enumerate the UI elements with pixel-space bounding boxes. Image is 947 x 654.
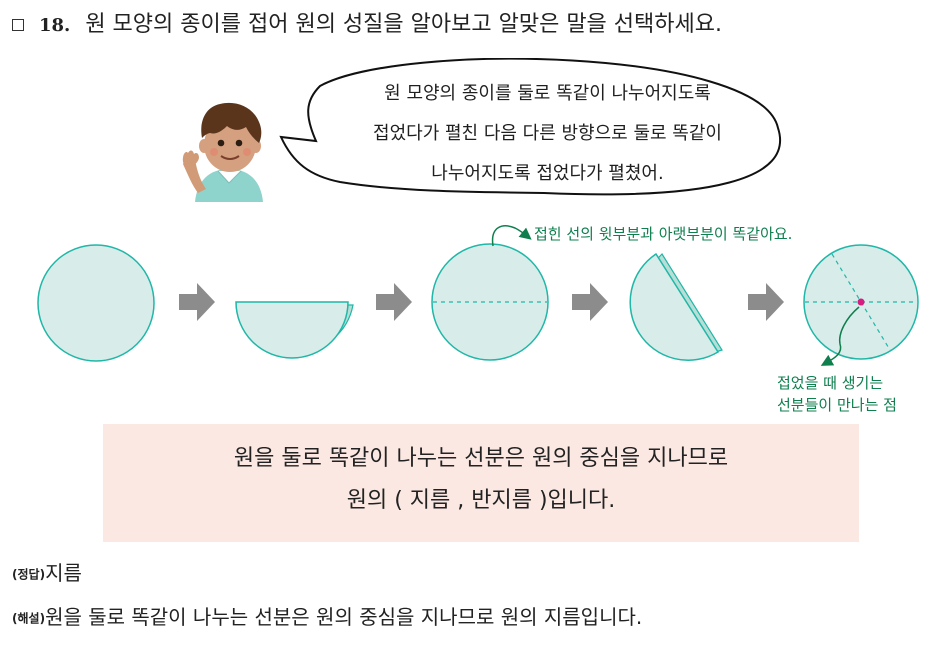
boy-eye-right	[235, 139, 243, 147]
half-circle-folded	[235, 301, 349, 359]
arrow-right-icon-1	[179, 283, 215, 321]
explanation-tag: (해설)	[12, 611, 46, 626]
curved-arrow-icon-bottom	[820, 306, 860, 366]
boy-cheek-left	[210, 148, 218, 156]
speech-line-2: 접었다가 펼친 다음 다른 방향으로 둘로 똑같이	[373, 123, 722, 144]
fold-note-bottom-line-1: 접었을 때 생기는	[777, 374, 884, 392]
checkbox-icon	[12, 19, 24, 31]
curved-arrow-icon-top	[491, 225, 532, 247]
answer-row: (정답)지름	[12, 560, 82, 588]
folded-diagonal	[629, 252, 720, 361]
answer-line-2: 원의 ( 지름 , 반지름 )입니다.	[346, 488, 616, 513]
circle-full	[37, 244, 155, 362]
arrow-right-icon-3	[572, 283, 608, 321]
boy-collar	[217, 170, 242, 184]
step-3	[431, 225, 549, 361]
arrow-right-icon-4	[748, 283, 784, 321]
step-2	[235, 301, 354, 359]
boy-shirt	[195, 169, 263, 202]
step-1	[37, 244, 155, 362]
question-header: 18. 원 모양의 종이를 접어 원의 성질을 알아보고 알맞은 말을 선택하세…	[12, 8, 937, 42]
step-5	[803, 244, 919, 366]
answer-tag: (정답)	[12, 567, 46, 582]
question-text: 원 모양의 종이를 접어 원의 성질을 알아보고 알맞은 말을 선택하세요.	[85, 12, 722, 37]
fold-note-bottom-line-2: 선분들이 만나는 점	[777, 396, 897, 414]
illustration-svg	[37, 58, 919, 366]
illustration-scene	[0, 58, 947, 423]
fold-note-top: 접힌 선의 윗부분과 아랫부분이 똑같아요.	[534, 225, 793, 243]
boy-ear-left	[199, 139, 209, 153]
boy-mouth	[220, 155, 240, 160]
boy-eye-left	[217, 139, 225, 147]
speech-line-3: 나누어지도록 접었다가 펼쳤어.	[431, 163, 664, 184]
boy-hand	[182, 150, 199, 167]
explanation-text: 원을 둘로 똑같이 나누는 선분은 원의 중심을 지나므로 원의 지름입니다.	[45, 605, 643, 629]
boy-cheek-right	[243, 148, 251, 156]
answer-box: 원을 둘로 똑같이 나누는 선분은 원의 중심을 지나므로 원의 ( 지름 , …	[103, 424, 859, 542]
center-point-icon	[857, 298, 865, 306]
answer-text: 지름	[45, 561, 82, 585]
answer-line-1: 원을 둘로 똑같이 나누는 선분은 원의 중심을 지나므로	[233, 446, 729, 471]
step-4	[629, 252, 723, 361]
waving-boy-icon	[182, 102, 263, 202]
question-number: 18.	[39, 15, 71, 36]
boy-illustration	[181, 95, 275, 202]
explanation-row: (해설)원을 둘로 똑같이 나누는 선분은 원의 중심을 지나므로 원의 지름입…	[12, 604, 642, 632]
speech-line-1: 원 모양의 종이를 둘로 똑같이 나누어지도록	[384, 83, 711, 104]
arrow-right-icon-2	[376, 283, 412, 321]
speech-bubble-outline	[279, 58, 781, 196]
boy-hair	[201, 102, 262, 143]
